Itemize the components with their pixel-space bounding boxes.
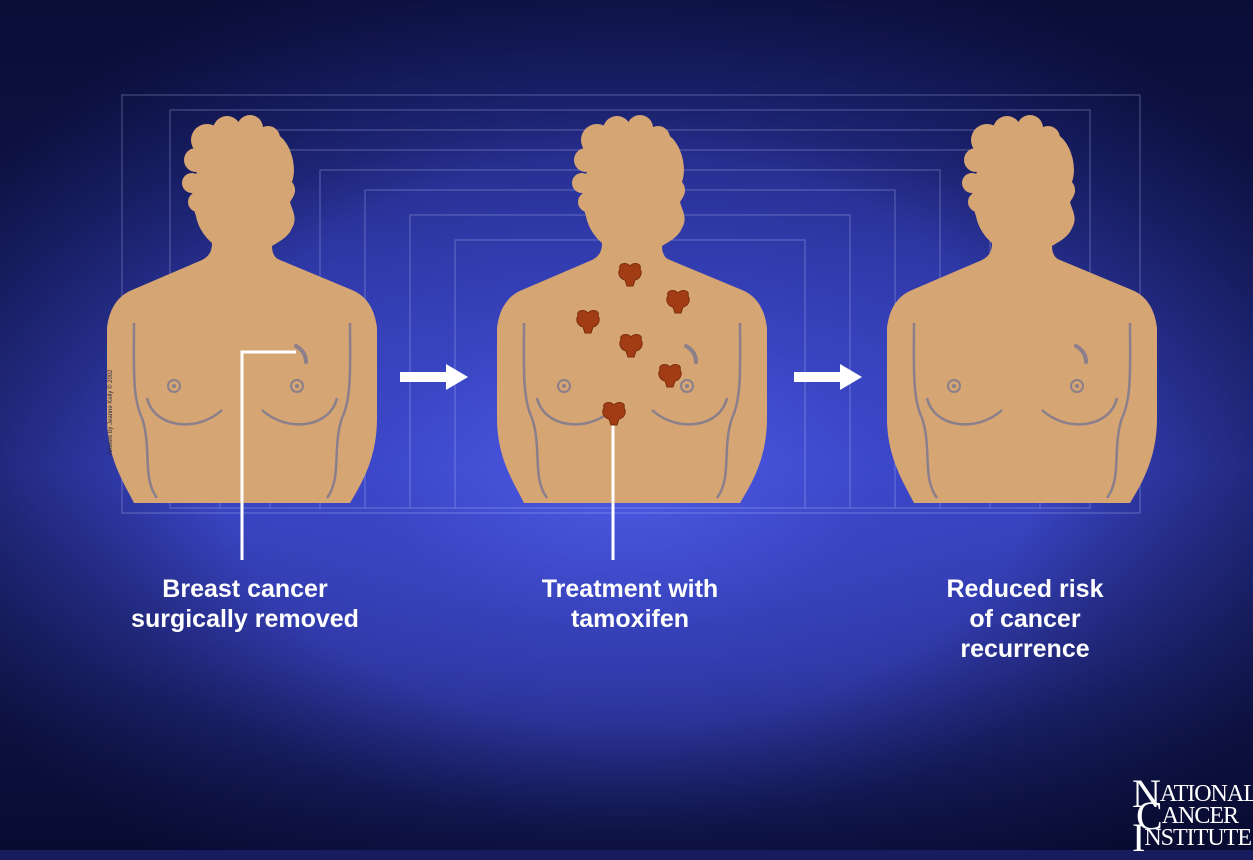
caption-outcome: Reduced risk of cancer recurrence — [880, 574, 1170, 664]
right-arrow-icon — [794, 364, 862, 390]
figure-3 — [887, 115, 1157, 503]
figure-2 — [497, 115, 767, 503]
artwork-credit: Artwork by Jeanne Kelly © 2002 — [108, 370, 114, 455]
logo-line-institute: INSTITUTE — [1132, 818, 1251, 858]
caption-surgery: Breast cancer surgically removed — [100, 574, 390, 634]
nci-logo: NATIONAL CANCER INSTITUTE — [1132, 772, 1253, 850]
caption-treatment: Treatment with tamoxifen — [480, 574, 780, 634]
